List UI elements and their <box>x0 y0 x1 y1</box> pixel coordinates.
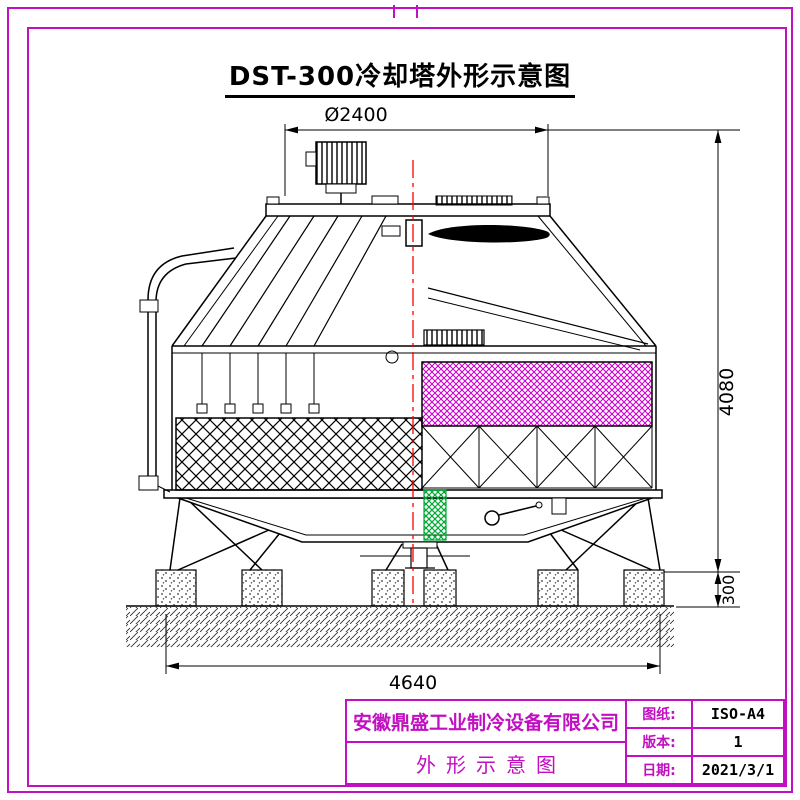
centering-mark <box>393 5 395 18</box>
fan-blade <box>381 219 550 247</box>
centering-mark <box>416 5 418 18</box>
outer-border-frame <box>7 7 793 793</box>
dim-width-text: 4640 <box>389 672 437 694</box>
dim-width: 4640 <box>165 614 661 694</box>
fan-motor <box>305 141 367 204</box>
field-label-version: 版本: <box>627 729 691 755</box>
field-value-sheet: ISO-A4 <box>693 701 783 727</box>
dim-diameter-text: Ø2400 <box>324 104 387 126</box>
title-block: 安徽鼎盛工业制冷设备有限公司 外形示意图 图纸: ISO-A4 版本: 1 日期… <box>345 699 785 785</box>
fill-media-right <box>421 361 653 427</box>
foundation-blocks <box>155 569 665 607</box>
dim-height-text: 4080 <box>716 368 738 416</box>
field-value-version: 1 <box>693 729 783 755</box>
drawing-title: 外形示意图 <box>347 743 625 783</box>
inlet-pipe <box>138 247 237 493</box>
inner-border-frame <box>27 27 787 787</box>
spray-system <box>196 215 649 414</box>
dim-diameter: Ø2400 <box>284 104 740 196</box>
dim-foundation: 300 <box>676 572 740 608</box>
field-label-sheet: 图纸: <box>627 701 691 727</box>
ground-hatch <box>126 605 674 647</box>
drawing-main-title: DST-300冷却塔外形示意图 <box>224 62 576 98</box>
overflow-pipe <box>551 497 567 515</box>
field-label-date: 日期: <box>627 757 691 783</box>
field-value-date: 2021/3/1 <box>693 757 783 783</box>
page-title: DST-300冷却塔外形示意图 <box>0 56 800 98</box>
float-valve <box>484 501 543 526</box>
support-truss <box>421 425 653 489</box>
fill-media-left <box>175 417 423 491</box>
company-name: 安徽鼎盛工业制冷设备有限公司 <box>347 701 625 741</box>
support-legs <box>169 497 661 571</box>
dim-height: 4080 <box>664 130 740 573</box>
dim-foundation-text: 300 <box>719 575 738 606</box>
tower-shell <box>171 195 657 490</box>
suction-strainer <box>423 489 447 541</box>
